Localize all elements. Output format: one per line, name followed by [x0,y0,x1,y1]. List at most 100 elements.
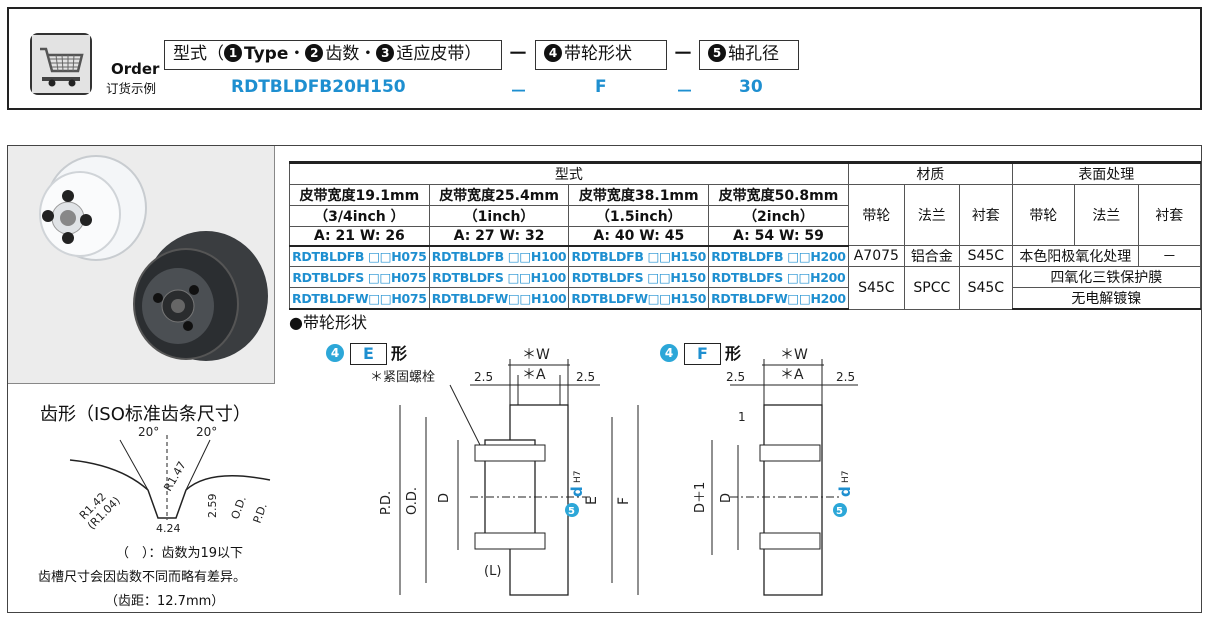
f-25-left: 2.5 [726,370,745,384]
aw-4: A: 54 W: 59 [708,226,849,247]
e-pd-text: P.D. [379,491,394,515]
tooth-w424: 4.24 [156,522,181,535]
f-d-text: D [719,493,734,503]
surf-col-flange: 法兰 [1073,184,1139,246]
shape-header-label: 带轮形状 [564,44,632,64]
mat-cell: SPCC [903,266,960,310]
type-cell: RDTBLDFW□□H100 [428,287,570,310]
f-shape-drawing: ＊W ＊A 2.5 2.5 1 D＋1 D 5 d H7 [693,347,858,596]
e-w-text: ＊W [522,347,550,363]
cart-icon [30,33,92,95]
num-5-icon: 5 [708,44,726,62]
e-bore-h7: H7 [573,471,583,484]
num-4-icon: 4 [544,44,562,62]
aw-1: A: 21 W: 26 [289,226,430,247]
shape-section-title: ●带轮形状 [289,313,367,332]
tooth-profile-drawing: 20° 20° R1.47 R1.42 (R1.04) 4.24 2.59 O.… [69,425,271,535]
mat-col-pulley: 带轮 [847,184,905,246]
width-inch-1: （3/4inch ） [289,205,430,227]
header-dash: － [673,41,693,65]
mat-cell: A7075 [847,245,905,267]
surface-cell: － [1137,245,1201,267]
f-25-right: 2.5 [836,370,855,384]
f-dplus-text: D＋1 [693,482,708,513]
separator: ・ [288,44,306,64]
tooth-h259: 2.59 [206,494,219,519]
num-4-icon: 4 [660,344,678,362]
width-inch-2: （1inch） [428,205,570,227]
tooth-note-2: 齿槽尺寸会因齿数不同而略有差异。 [38,570,247,585]
mat-cell: S45C [958,245,1013,267]
tooth-od: O.D. [229,494,249,521]
f-w-text: ＊W [780,347,808,363]
example-bore: 30 [739,77,763,97]
e-bore-num: 5 [568,506,575,517]
surface-cell: 本色阳极氧化处理 [1011,245,1139,267]
shape-e-suffix: 形 [390,344,407,363]
e-bore-d: d [568,486,586,497]
product-photo [8,146,275,384]
e-25-right: 2.5 [576,370,595,384]
type-cell: RDTBLDFS □□H075 [289,266,430,288]
surf-col-pulley: 带轮 [1011,184,1075,246]
e-e-text: E [584,496,600,505]
group-type: 型式 [289,161,849,185]
num-2-icon: 2 [305,44,324,62]
f-bore-h7: H7 [841,471,851,484]
mat-col-bush: 衬套 [958,184,1013,246]
width-inch-3: （1.5inch） [568,205,710,227]
order-box [7,7,1202,110]
e-d-text: D [437,493,452,503]
tooth-note-3: （齿距：12.7mm） [105,594,225,609]
type-cell: RDTBLDFW□□H150 [568,287,710,310]
type-cell: RDTBLDFW□□H200 [708,287,849,310]
mat-col-flange: 法兰 [903,184,960,246]
type-cell: RDTBLDFB □□H100 [428,245,570,267]
e-shape-drawing: ＊W ＊A 2.5 2.5 ＊紧固螺栓 P.D. O.D. D E F (L) … [370,347,639,596]
f-a-text: ＊A [780,367,804,383]
order-label-en: Order [111,60,160,78]
spec-table: 型式 材质 表面处理 皮带宽度19.1mm 皮带宽度25.4mm 皮带宽度38.… [289,161,1201,310]
order-label-cn: 订货示例 [106,81,157,96]
width-inch-4: （2inch） [708,205,849,227]
shape-e-code: E [350,343,387,365]
type-cell: RDTBLDFB □□H150 [568,245,710,267]
e-l-text: (L) [484,564,501,579]
aw-3: A: 40 W: 45 [568,226,710,247]
type-cell: RDTBLDFS □□H200 [708,266,849,288]
width-col-3: 皮带宽度38.1mm [568,184,710,206]
width-col-4: 皮带宽度50.8mm [708,184,849,206]
separator: ・ [359,44,377,64]
product-box [7,145,1202,613]
mat-cell: S45C [958,266,1013,310]
table-row: RDTBLDFS □□H075 RDTBLDFS □□H100 RDTBLDFS… [289,266,1201,310]
e-od-text: O.D. [405,487,420,515]
bore-header-label: 轴孔径 [728,44,779,64]
table-row: RDTBLDFB □□H075 RDTBLDFB □□H100 RDTBLDFB… [289,245,1201,267]
type-cell: RDTBLDFB □□H075 [289,245,430,267]
surface-cell: 四氧化三铁保护膜 [1011,266,1201,288]
tooth-angle1: 20° [138,425,159,439]
shape-f-code: F [684,343,721,365]
num-1-icon: 1 [224,44,242,62]
group-material: 材质 [847,161,1013,185]
num-4-icon: 4 [326,344,344,362]
f-bore-num: 5 [836,506,843,517]
f-one-text: 1 [738,410,746,424]
tooth-note-1: （ ）：齿数为19以下 [116,546,244,561]
surf-col-bush: 衬套 [1137,184,1201,246]
type-prefix: 型式（ [173,44,224,64]
mat-cell: 铝合金 [903,245,960,267]
belt-word: 适应皮带） [396,44,482,64]
type-word: Type [244,44,289,64]
tooth-pd: P.D. [251,501,270,525]
width-col-2: 皮带宽度25.4mm [428,184,570,206]
tooth-r147: R1.47 [161,459,188,493]
example-dash: － [676,82,693,102]
aw-2: A: 27 W: 32 [428,226,570,247]
e-25-left: 2.5 [474,370,493,384]
e-bolt-text: ＊紧固螺栓 [370,370,435,385]
